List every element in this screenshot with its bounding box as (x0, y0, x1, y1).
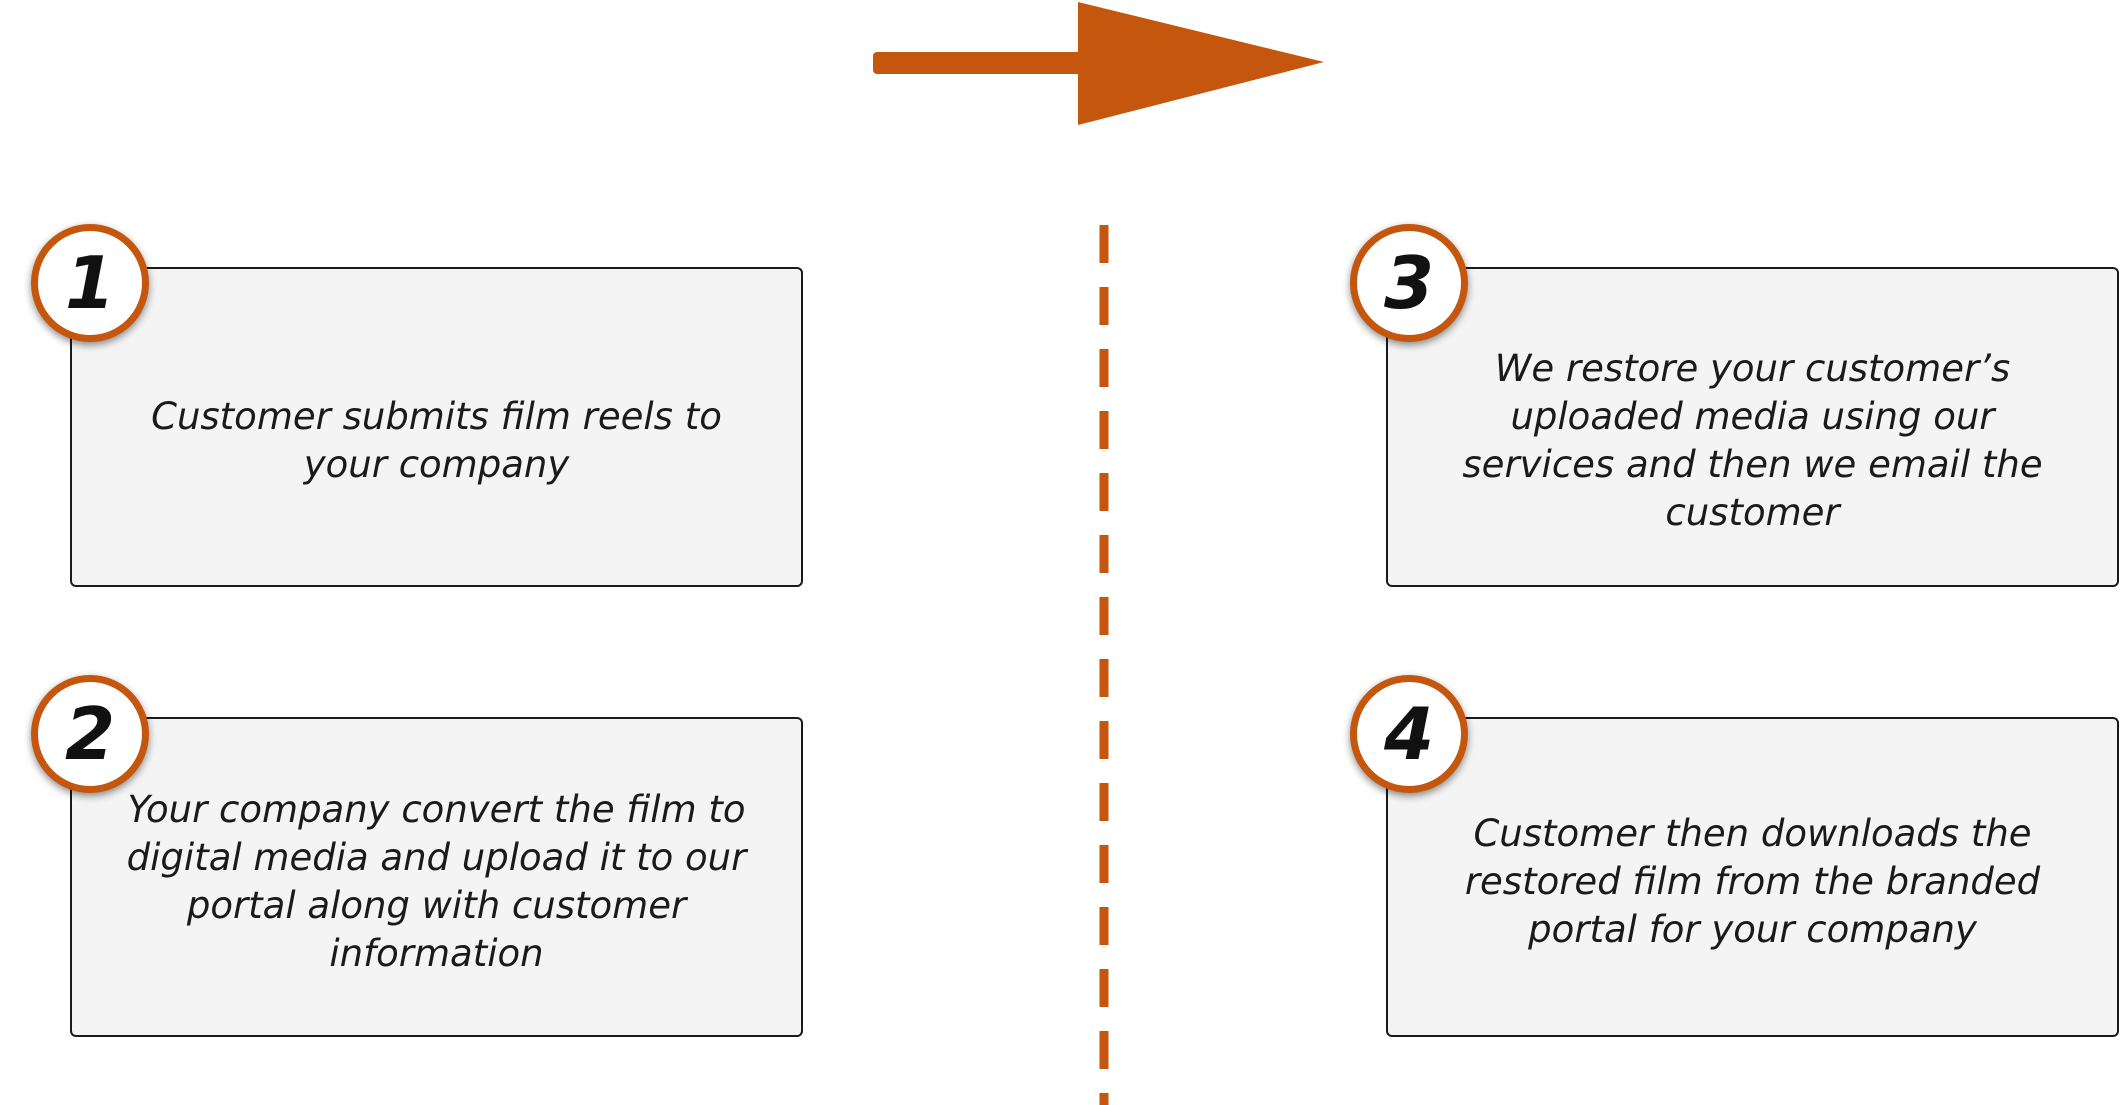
arrow-head (1078, 2, 1324, 125)
step-3-text: We restore your customer’s uploaded medi… (1462, 347, 2043, 534)
step-3-badge: 3 (1350, 224, 1468, 342)
step-4-box: Customer then downloads the restored fil… (1386, 717, 2119, 1037)
step-2-badge: 2 (31, 675, 149, 793)
step-4-badge: 4 (1350, 675, 1468, 793)
step-4-number: 4 (1383, 692, 1435, 776)
step-2-number: 2 (64, 692, 116, 776)
step-4-text: Customer then downloads the restored fil… (1464, 812, 2041, 951)
step-2-text: Your company convert the film to digital… (126, 788, 747, 975)
step-2-box: Your company convert the film to digital… (70, 717, 803, 1037)
step-3-number: 3 (1383, 241, 1435, 325)
step-1-text: Customer submits film reels to your comp… (151, 395, 722, 486)
arrow-shaft (873, 52, 1088, 74)
step-3-box: We restore your customer’s uploaded medi… (1386, 267, 2119, 587)
step-1-box: Customer submits film reels to your comp… (70, 267, 803, 587)
step-1-number: 1 (64, 241, 116, 325)
step-1-badge: 1 (31, 224, 149, 342)
